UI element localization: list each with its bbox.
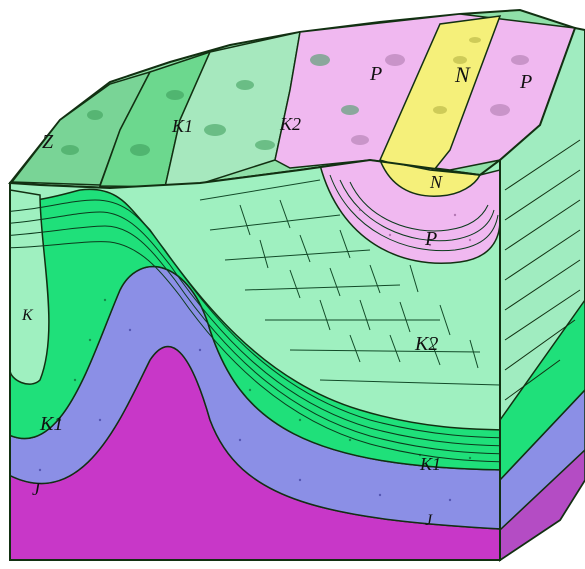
label-top-N: N <box>454 62 471 87</box>
label-front-J-right: J <box>425 512 433 529</box>
label-front-K1-right: K1 <box>419 454 441 474</box>
label-top-K1: K1 <box>171 116 193 136</box>
label-top-Z: Z <box>42 131 54 153</box>
label-front-P: P <box>424 228 437 250</box>
top-surface <box>10 10 575 188</box>
label-top-P-right: P <box>519 71 532 93</box>
label-front-N: N <box>429 172 443 192</box>
label-front-K1-left: K1 <box>39 413 63 435</box>
label-front-K2: K2 <box>414 333 438 355</box>
label-front-K-edge: K <box>21 307 34 324</box>
label-top-K2: K2 <box>279 114 301 134</box>
front-face <box>0 150 520 569</box>
label-front-J-left: J <box>32 479 41 499</box>
label-top-P-left: P <box>369 63 382 85</box>
